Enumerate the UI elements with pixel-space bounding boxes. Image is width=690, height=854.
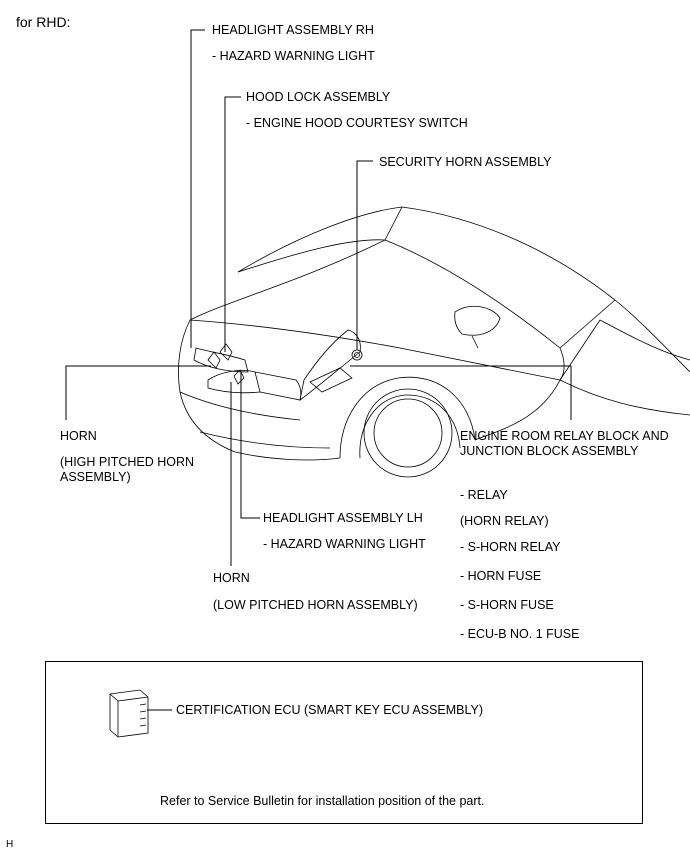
label-relay: - RELAY (460, 488, 508, 502)
label-horn-low: HORN (213, 571, 250, 585)
label-headlight-rh: HEADLIGHT ASSEMBLY RH (212, 23, 374, 37)
label-horn-fuse: - HORN FUSE (460, 569, 542, 583)
label-security-horn: SECURITY HORN ASSEMBLY (379, 155, 552, 169)
label-horn-high-sub-2: ASSEMBLY) (60, 470, 131, 484)
label-headlight-lh-sub: - HAZARD WARNING LIGHT (263, 537, 426, 551)
figure-code: H (6, 839, 14, 850)
label-s-horn-relay: - S-HORN RELAY (460, 540, 561, 554)
label-ecu-b-fuse: - ECU-B NO. 1 FUSE (460, 627, 580, 641)
label-engine-relay-1: ENGINE ROOM RELAY BLOCK AND (460, 429, 669, 443)
label-horn-high: HORN (60, 429, 97, 443)
label-horn-low-sub: (LOW PITCHED HORN ASSEMBLY) (213, 598, 418, 612)
label-hood-lock-sub: - ENGINE HOOD COURTESY SWITCH (246, 116, 468, 130)
ecu-info-box (45, 661, 643, 824)
label-headlight-rh-sub: - HAZARD WARNING LIGHT (212, 49, 375, 63)
label-certification-ecu: CERTIFICATION ECU (SMART KEY ECU ASSEMBL… (176, 703, 484, 717)
service-bulletin-note: Refer to Service Bulletin for installati… (160, 794, 485, 808)
label-s-horn-fuse: - S-HORN FUSE (460, 598, 554, 612)
leader-lines (65, 29, 572, 711)
page-title: for RHD: (16, 14, 71, 30)
label-horn-relay: (HORN RELAY) (460, 514, 549, 528)
label-headlight-lh: HEADLIGHT ASSEMBLY LH (263, 511, 423, 525)
car-illustration (178, 206, 690, 478)
label-hood-lock: HOOD LOCK ASSEMBLY (246, 90, 391, 104)
label-horn-high-sub-1: (HIGH PITCHED HORN (60, 455, 195, 469)
label-engine-relay-2: JUNCTION BLOCK ASSEMBLY (460, 444, 639, 458)
ecu-icon (109, 689, 149, 738)
